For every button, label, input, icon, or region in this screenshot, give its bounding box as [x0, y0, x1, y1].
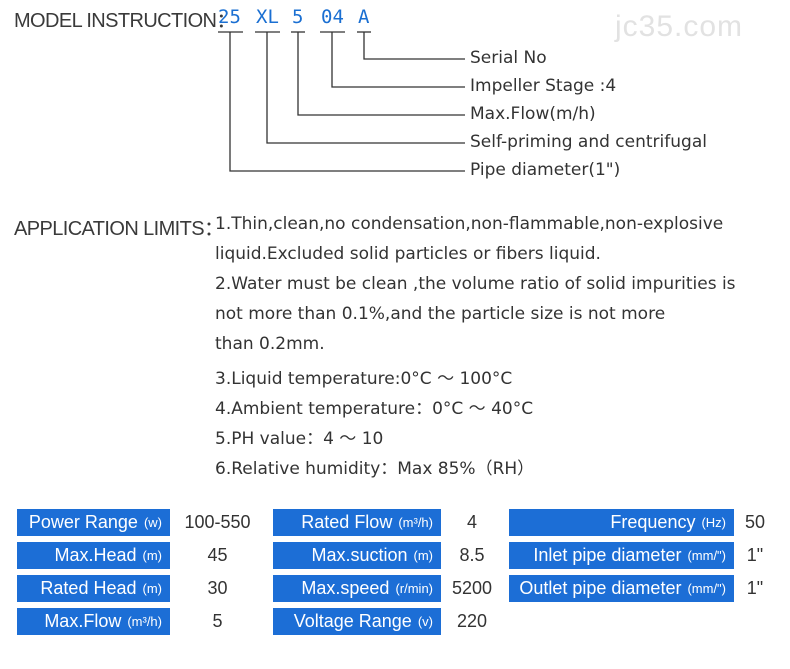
limit-line: 4.Ambient temperature：0°C ～ 40°C — [215, 399, 534, 419]
spec-label-voltage-range: Voltage Range(v) — [273, 608, 441, 635]
spec-label-inlet-pipe-diameter: Inlet pipe diameter(mm/") — [509, 542, 734, 569]
spec-label-max-speed: Max.speed(r/min) — [273, 575, 441, 602]
limit-line: not more than 0.1%,and the particle size… — [215, 304, 666, 324]
legend-pipe-diameter: Pipe diameter(1") — [470, 160, 621, 180]
spec-label-max-suction: Max.suction(m) — [273, 542, 441, 569]
spec-label-power-range: Power Range(w) — [17, 509, 170, 536]
limit-line: 1.Thin,clean,no condensation,non-flammab… — [215, 214, 724, 234]
legend-max-flow: Max.Flow(m/h) — [470, 104, 596, 124]
spec-value-max-suction: 8.5 — [459, 545, 485, 565]
spec-value-power-range: 100-550 — [184, 512, 251, 532]
limit-line: liquid.Excluded solid particles or fiber… — [215, 244, 601, 264]
limit-line: than 0.2mm. — [215, 334, 325, 354]
spec-value-frequency: 50 — [744, 512, 766, 532]
model-code-stage: 04 — [321, 6, 344, 28]
model-code-serial: A — [358, 6, 370, 28]
legend-serial-no: Serial No — [470, 48, 547, 68]
spec-label-rated-flow: Rated Flow(m³/h) — [273, 509, 441, 536]
spec-label-max-head: Max.Head(m) — [17, 542, 170, 569]
limit-line: 3.Liquid temperature:0°C ～ 100°C — [215, 369, 513, 389]
spec-label-outlet-pipe-diameter: Outlet pipe diameter(mm/") — [509, 575, 734, 602]
model-code-type: XL — [256, 6, 279, 28]
spec-value-max-head: 45 — [207, 545, 228, 565]
model-instruction-label: MODEL INSTRUCTION： — [14, 10, 236, 32]
legend-impeller-stage: Impeller Stage :4 — [470, 76, 617, 96]
spec-value-outlet-pipe-diameter: 1" — [746, 578, 764, 598]
spec-label-max-flow: Max.Flow(m³/h) — [17, 608, 170, 635]
spec-value-voltage-range: 220 — [456, 611, 488, 631]
application-limits-title: APPLICATION LIMITS： — [14, 218, 224, 240]
limit-line: 6.Relative humidity：Max 85%（RH） — [215, 459, 535, 479]
limit-line: 5.PH value：4 ～ 10 — [215, 429, 384, 449]
spec-label-frequency: Frequency(Hz) — [509, 509, 734, 536]
spec-value-rated-head: 30 — [207, 578, 228, 598]
limit-line: 2.Water must be clean ,the volume ratio … — [215, 274, 736, 294]
spec-value-max-flow: 5 — [212, 611, 223, 631]
spec-value-rated-flow: 4 — [466, 512, 477, 532]
spec-value-inlet-pipe-diameter: 1" — [746, 545, 764, 565]
legend-pump-type: Self-priming and centrifugal — [470, 132, 707, 152]
model-code-flow: 5 — [292, 6, 304, 28]
model-code-pipe: 25 — [218, 6, 241, 28]
watermark: jc35.com — [615, 10, 744, 43]
spec-label-rated-head: Rated Head(m) — [17, 575, 170, 602]
spec-value-max-speed: 5200 — [451, 578, 493, 598]
